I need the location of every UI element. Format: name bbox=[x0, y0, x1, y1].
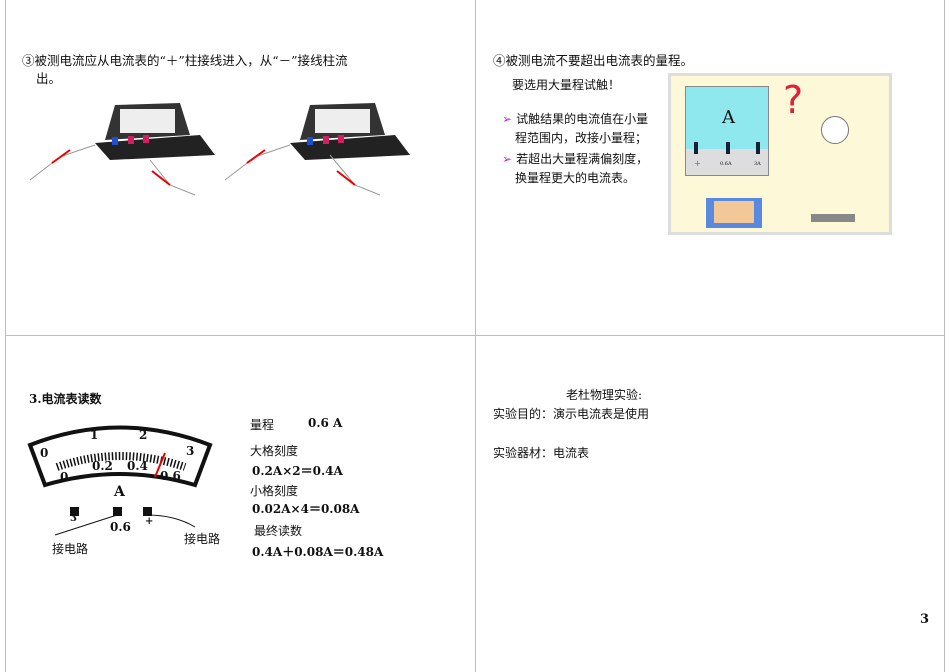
switch bbox=[811, 214, 855, 222]
scale-label: 1 bbox=[90, 428, 99, 442]
slide1-text: ③被测电流应从电流表的“＋”柱接线进入，从“－”接线柱流 bbox=[22, 53, 348, 68]
small-division-label: 小格刻度 bbox=[250, 484, 299, 498]
question-mark: ? bbox=[783, 78, 804, 122]
bullet-item: ➢试触结果的电流值在小量程范围内，改接小量程； bbox=[502, 112, 649, 145]
ammeter-scale-diagram bbox=[27, 425, 213, 536]
big-division-calc: 0.2A×2＝0.4A bbox=[252, 464, 343, 478]
range-value: 0.6 A bbox=[308, 416, 343, 430]
scale-label: 2 bbox=[139, 428, 148, 442]
bullet-item: ➢若超出大量程满偏刻度，换量程更大的电流表。 bbox=[502, 152, 649, 185]
slide2-tip: 要选用大量程试触！ bbox=[512, 78, 621, 92]
scale-label: 0.4 bbox=[127, 459, 148, 473]
experiment-equipment: 实验器材：电流表 bbox=[493, 446, 590, 460]
terminal-label: + bbox=[145, 516, 154, 527]
slide2-title: ④被测电流不要超出电流表的量程。 bbox=[493, 53, 694, 68]
battery bbox=[706, 198, 762, 228]
slide3-title: 3.电流表读数 bbox=[29, 392, 102, 406]
scale-label: 0.2 bbox=[92, 459, 113, 473]
final-reading-calc: 0.4A＋0.08A＝0.48A bbox=[252, 545, 384, 559]
unit-label: A bbox=[114, 484, 125, 500]
page-border-left bbox=[5, 0, 6, 672]
terminal-label: 3 bbox=[70, 513, 77, 524]
scale-label: 3 bbox=[186, 444, 195, 458]
page-border-right bbox=[944, 0, 945, 672]
scale-label: 0.6 bbox=[160, 469, 181, 483]
range-label: 量程 bbox=[250, 418, 275, 432]
wire-label: 接电路 bbox=[52, 542, 89, 556]
arrow-bullet-icon: ➢ bbox=[502, 152, 513, 166]
divider-vertical bbox=[475, 0, 476, 672]
arrow-bullet-icon: ➢ bbox=[502, 112, 513, 126]
scale-label: 0 bbox=[60, 470, 69, 484]
ammeter-left bbox=[29, 103, 215, 196]
ammeter-diagram: A + 0.6A 3A bbox=[685, 86, 769, 176]
ammeter-letter: A bbox=[722, 107, 735, 128]
ammeter-right bbox=[224, 103, 410, 196]
small-division-calc: 0.02A×4＝0.08A bbox=[252, 502, 360, 516]
circuit-illustration: A + 0.6A 3A ? bbox=[668, 73, 892, 235]
divider-horizontal bbox=[5, 335, 945, 336]
big-division-label: 大格刻度 bbox=[250, 444, 299, 458]
wire-label: 接电路 bbox=[184, 532, 221, 546]
experiment-purpose: 实验目的：演示电流表是使用 bbox=[493, 407, 650, 421]
final-reading-label: 最终读数 bbox=[254, 524, 303, 538]
slide4-title: 老杜物理实验: bbox=[566, 388, 643, 402]
scale-label: 0 bbox=[40, 446, 49, 460]
slide1-text-cont: 出。 bbox=[36, 71, 62, 86]
ammeter-wiring-illustrations bbox=[29, 103, 410, 196]
bulb bbox=[821, 116, 849, 144]
terminal-label: 0.6 bbox=[110, 520, 131, 534]
page-number: 3 bbox=[920, 612, 930, 627]
